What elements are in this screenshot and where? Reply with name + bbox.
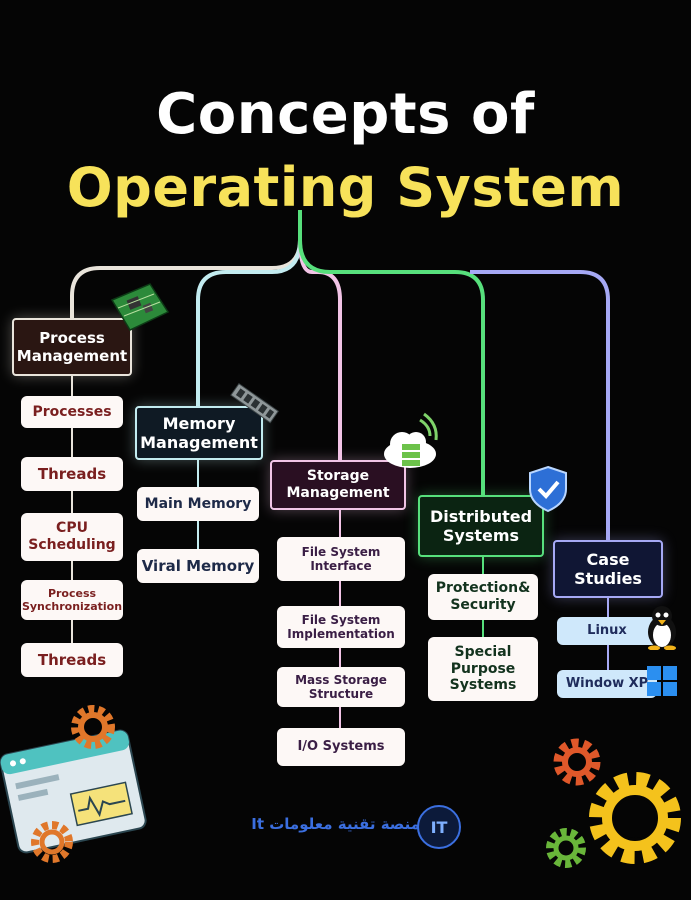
storage-management-header: Storage Management [270,460,406,510]
line-case [470,270,610,540]
footer-logo-text: IT [431,818,448,837]
storage-management-label: Storage Management [286,468,390,501]
memory-management-header: Memory Management [135,406,263,460]
circuit-board-icon [110,283,170,331]
cloud-storage-icon [384,412,438,468]
distributed-systems-label: Distributed Systems [429,506,533,545]
storage-item-fs-interface: File System Interface [277,537,405,581]
title-line-2: Operating System [66,156,625,219]
memory-item-main-memory: Main Memory [137,487,259,521]
case-item-linux: Linux [557,617,657,645]
memory-management-label: Memory Management [140,413,258,452]
case-studies-header: Case Studies [553,540,663,598]
process-item-cpu-scheduling: CPU Scheduling [21,513,123,561]
gear-icon-small [31,821,73,863]
line-memory [196,239,302,406]
process-item-threads-2: Threads [21,643,123,677]
storage-item-fs-implementation: File System Implementation [277,606,405,648]
linux-penguin-icon [648,606,676,650]
windows-logo-icon [647,666,677,696]
gear-icon-green [546,828,586,868]
process-management-header: Process Management [12,318,132,376]
footer-brand-text: منصة تقنية معلومات It [251,815,420,833]
distributed-item-special-purpose: Special Purpose Systems [428,637,538,701]
distributed-item-protection: Protection& Security [428,574,538,620]
shield-check-icon [529,465,567,513]
gear-icon [71,705,115,749]
storage-item-mass-storage: Mass Storage Structure [277,667,405,707]
gear-icon-orange [553,738,601,786]
memory-stick-icon [230,382,279,424]
footer-logo: IT [417,805,461,849]
line-distributed [298,210,485,497]
process-item-threads: Threads [21,457,123,491]
process-item-processes: Processes [21,396,123,428]
title-line-1: Concepts of [156,82,535,147]
process-management-label: Process Management [16,329,128,365]
case-studies-label: Case Studies [574,549,642,588]
process-item-synchronization: Process Synchronization [21,580,123,620]
gear-icon-yellow [589,772,681,864]
memory-item-viral-memory: Viral Memory [137,549,259,583]
distributed-systems-header: Distributed Systems [418,495,544,557]
storage-item-io-systems: I/O Systems [277,728,405,766]
case-item-windows-xp: Window XP [557,670,657,698]
